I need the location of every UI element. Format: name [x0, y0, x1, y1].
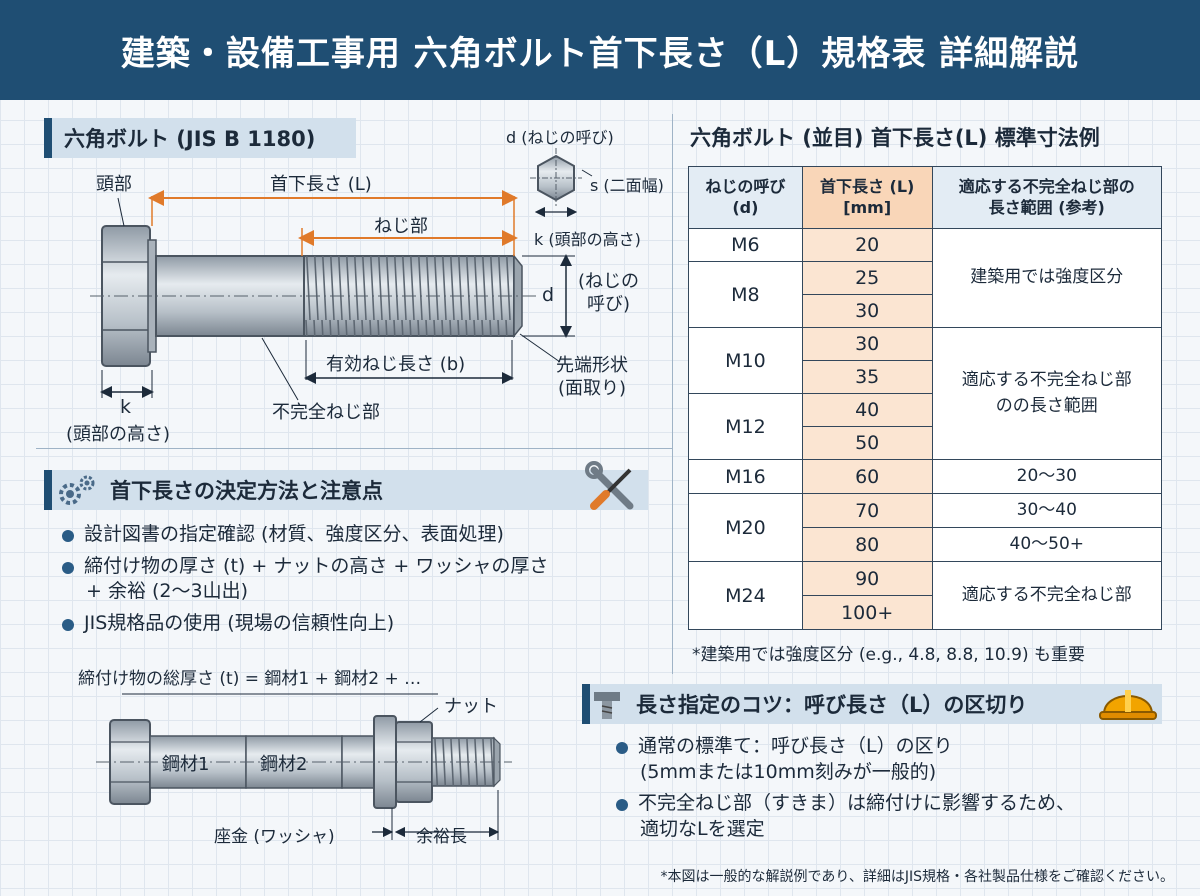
hex-head-view — [530, 148, 593, 218]
table-cell: M12 — [688, 393, 803, 460]
hex-d-label: d (ねじの呼び) — [506, 128, 614, 147]
divider — [36, 448, 672, 449]
footer-note: *本図は一般的な解説例であり、詳細はJIS規格・各社製品仕様をご確認ください。 — [660, 869, 1174, 885]
table-cell: 100+ — [801, 595, 933, 630]
table-cell: 30〜40 — [931, 493, 1163, 528]
spec-table: ねじの呼び(d) 首下長さ (L)[mm] 適応する不完全ねじ部の長さ範囲 (参… — [688, 166, 1163, 630]
hex-s-label: s (二面幅) — [590, 176, 664, 195]
header-length: 首下長さ (L)[mm] — [801, 166, 933, 229]
divider — [672, 114, 673, 674]
gear-icon — [59, 475, 95, 505]
page-title: 建築・設備工事用 六角ボルト首下長さ（L）規格表 詳細解説 — [0, 0, 1200, 100]
neck-length-label: 首下長さ (L) — [270, 174, 372, 195]
table-cell: 建築用では強度区分 — [931, 228, 1163, 328]
helmet-icon — [1099, 690, 1157, 720]
steel1-label: 鋼材1 — [162, 754, 210, 775]
tips-bullets: 通常の標準て：呼び長さ（L）の区り(5mmまたは10mm刻みが一般的) 不完全ね… — [616, 734, 1176, 849]
table-cell: M20 — [688, 493, 803, 562]
table-cell: 35 — [801, 360, 933, 394]
k-note-label: (頭部の高さ) — [66, 424, 171, 445]
table-cell: 20 — [801, 228, 933, 262]
table-heading: 六角ボルト (並目) 首下長さ(L) 標準寸法例 — [690, 126, 1100, 150]
effective-thread-label: 有効ねじ長さ (b) — [326, 354, 466, 375]
list-item: 設計図書の指定確認 (材質、強度区分、表面処理) — [62, 522, 662, 548]
table-cell: M8 — [688, 261, 803, 328]
list-item: 通常の標準て：呼び長さ（L）の区り(5mmまたは10mm刻みが一般的) — [616, 734, 1176, 785]
incomplete-thread-label: 不完全ねじ部 — [272, 402, 380, 423]
table-cell: 20〜30 — [931, 459, 1163, 494]
k-label: k — [120, 396, 132, 418]
bolt-section-heading: 六角ボルト (JIS B 1180) — [44, 118, 356, 158]
table-cell: 25 — [801, 261, 933, 295]
table-cell: 90 — [801, 561, 933, 596]
d-label: d — [542, 284, 555, 306]
table-cell: M24 — [688, 561, 803, 630]
bolt-icon — [594, 692, 620, 719]
d-note-line2: 呼び) — [587, 294, 631, 316]
table-cell: M6 — [688, 228, 803, 262]
tools-icon — [585, 461, 634, 510]
table-cell: 30 — [801, 294, 933, 328]
d-note-label: (ねじの 呼び) — [578, 270, 639, 317]
table-cell: 50 — [801, 426, 933, 460]
hex-k-label: k (頭部の高さ) — [534, 230, 641, 249]
head-label: 頭部 — [96, 174, 132, 195]
table-cell: 適応する不完全ねじ部のの長さ範囲 — [931, 327, 1163, 460]
list-item: 締付け物の厚さ (t) + ナットの高さ + ワッシャの厚さ+ 余裕 (2〜3山… — [62, 554, 662, 605]
tips-section-heading: 長さ指定のコツ：呼び長さ（L）の区切り — [582, 684, 1162, 724]
method-bullets: 設計図書の指定確認 (材質、強度区分、表面処理) 締付け物の厚さ (t) + ナ… — [62, 522, 662, 643]
tip-shape-line2: (面取り) — [557, 378, 627, 400]
bolt-section-title: 六角ボルト (JIS B 1180) — [64, 127, 316, 151]
nut-label: ナット — [444, 696, 498, 717]
table-cell: M10 — [688, 327, 803, 394]
washer-label: 座金 (ワッシャ) — [214, 827, 335, 847]
tip-shape-line1: 先端形状 — [556, 355, 628, 376]
list-item: 不完全ねじ部（すきま）は締付けに影響するため、適切なLを選定 — [616, 791, 1176, 842]
table-cell: 80 — [801, 527, 933, 562]
table-cell: 40〜50+ — [931, 527, 1163, 562]
table-cell: 40 — [801, 393, 933, 427]
tips-section-title: 長さ指定のコツ：呼び長さ（L）の区切り — [636, 693, 1028, 717]
table-footnote: *建築用では強度区分 (e.g., 4.8, 8.8, 10.9) も重要 — [692, 645, 1085, 665]
table-cell: 適応する不完全ねじ部 — [931, 561, 1163, 630]
table-cell: 60 — [801, 459, 933, 494]
thread-label: ねじ部 — [374, 216, 428, 237]
d-note-line1: (ねじの — [578, 271, 640, 292]
method-section-heading: 首下長さの決定方法と注意点 — [44, 470, 648, 510]
formula-label: 締付け物の総厚さ (t) = 鋼材1 + 鋼材2 + … — [78, 669, 422, 689]
list-item: JIS規格品の使用 (現場の信頼性向上) — [62, 611, 662, 637]
bolt-illustration — [90, 225, 540, 367]
method-section-title: 首下長さの決定方法と注意点 — [110, 479, 383, 503]
table-cell: 70 — [801, 493, 933, 528]
steel2-label: 鋼材2 — [260, 754, 308, 775]
margin-label: 余裕長 — [416, 827, 467, 847]
header-range: 適応する不完全ねじ部の長さ範囲 (参考) — [931, 166, 1163, 229]
tip-shape-label: 先端形状 (面取り) — [556, 354, 628, 401]
table-cell: M16 — [688, 459, 803, 494]
table-cell: 30 — [801, 327, 933, 361]
header-thread-size: ねじの呼び(d) — [688, 166, 803, 229]
